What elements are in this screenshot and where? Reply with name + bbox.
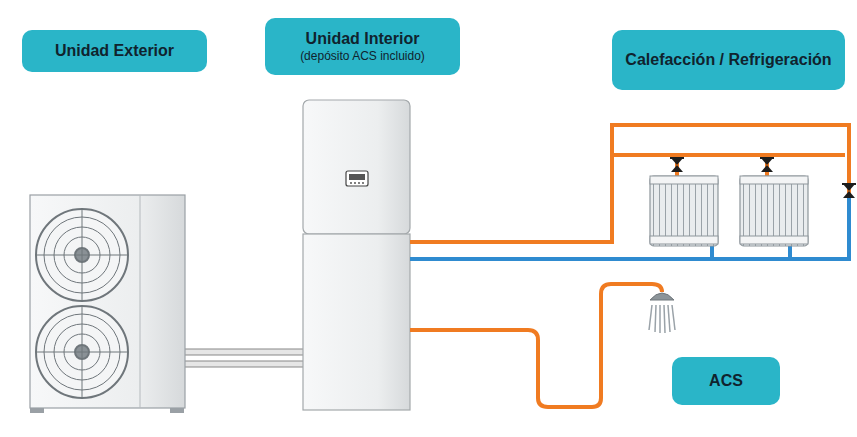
heating-pipes xyxy=(410,125,851,259)
label-box: Calefacción / Refrigeración xyxy=(612,30,845,90)
label-title: Calefacción / Refrigeración xyxy=(625,50,831,70)
label-title: Unidad Interior xyxy=(306,29,420,49)
label-box: Unidad Interior(depósito ACS incluido) xyxy=(265,18,460,75)
radiator xyxy=(650,176,808,246)
label-title: ACS xyxy=(709,371,743,391)
label-title: Unidad Exterior xyxy=(55,41,174,61)
label-box: ACS xyxy=(672,357,780,405)
outdoor-unit xyxy=(30,195,185,413)
label-subtitle: (depósito ACS incluido) xyxy=(300,49,425,64)
refrigerant-pipes xyxy=(180,349,305,367)
label-box: Unidad Exterior xyxy=(22,30,207,72)
indoor-unit xyxy=(303,100,410,410)
hot-water-pipe xyxy=(410,284,662,407)
valve-symbol xyxy=(670,158,856,198)
shower-head xyxy=(649,293,675,333)
